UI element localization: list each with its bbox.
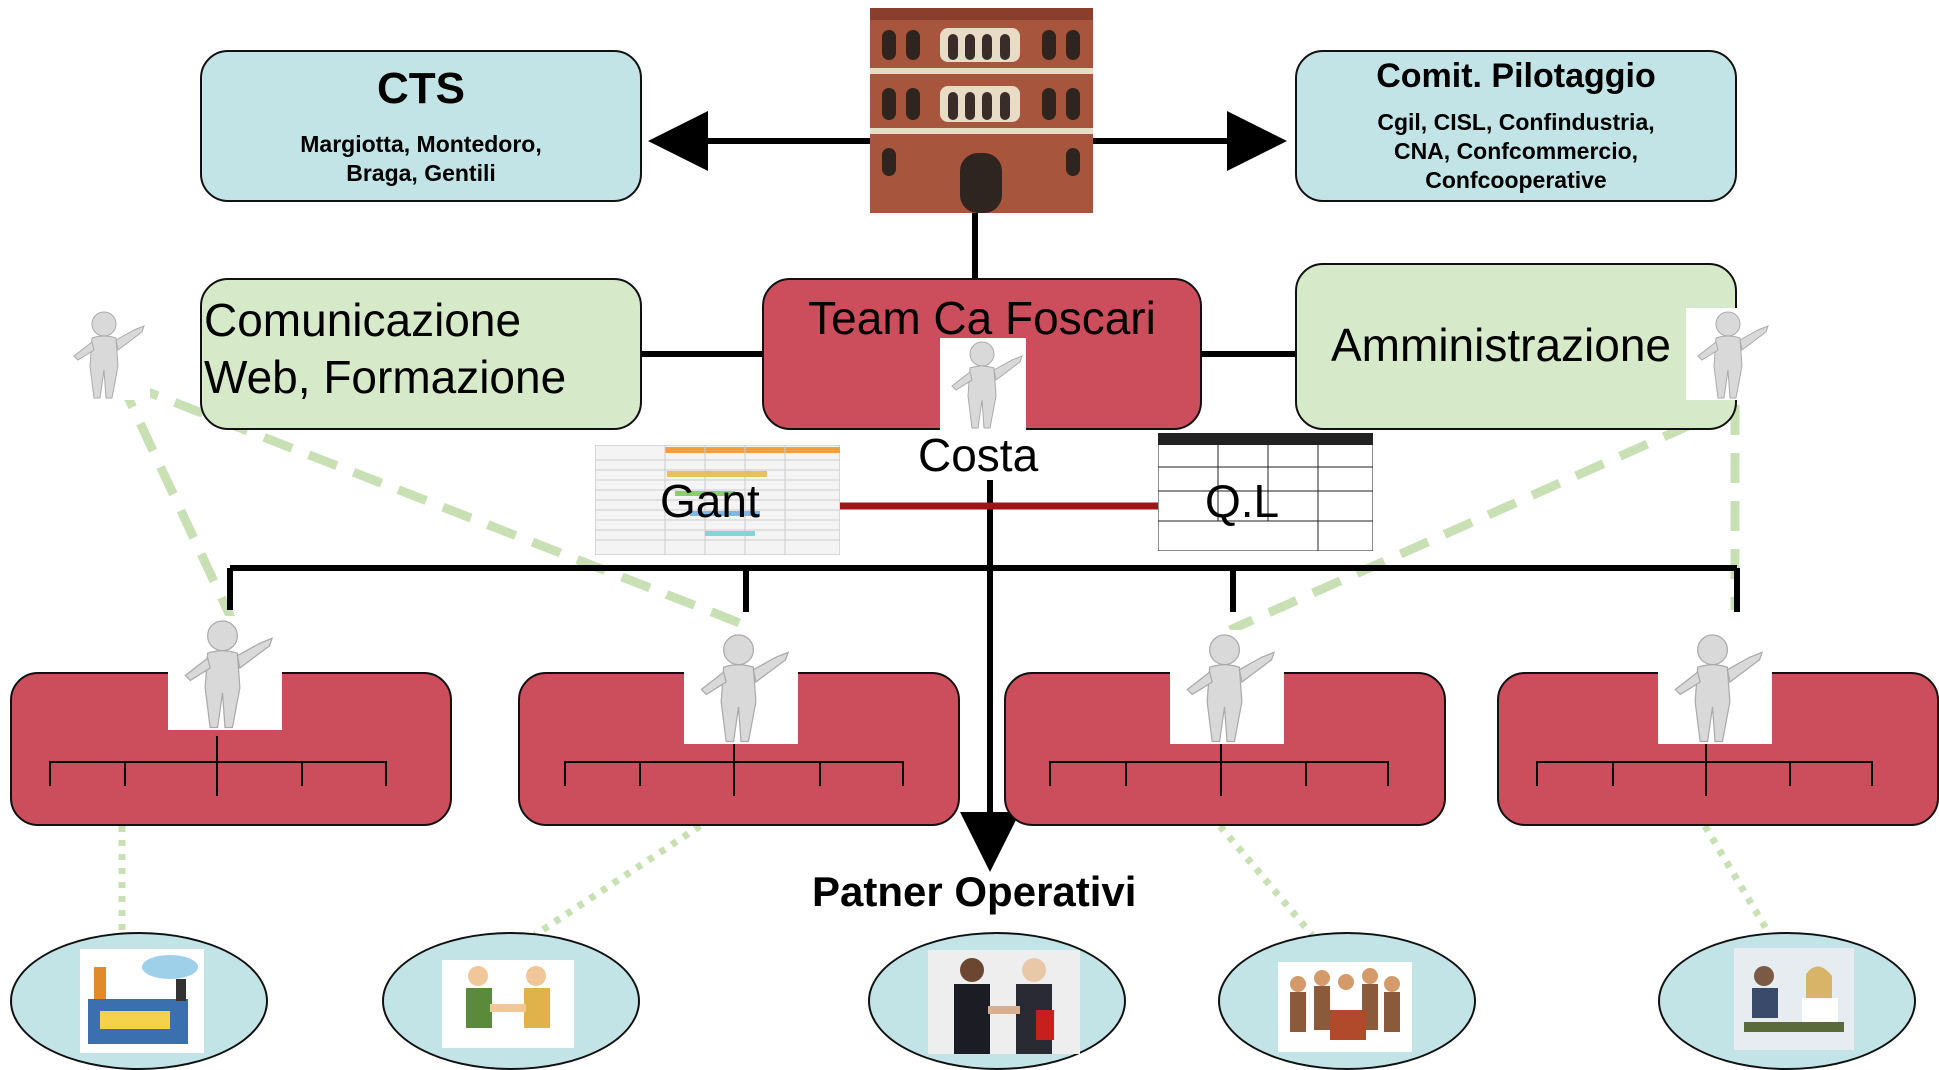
- partner-ellipse-5: [1658, 932, 1916, 1070]
- comitato-members-3: Confcooperative: [1425, 167, 1607, 193]
- org-chart-icon: [1536, 736, 1873, 796]
- cts-members-2: Braga, Gentili: [346, 160, 496, 186]
- comitato-box: Comit. Pilotaggio Cgil, CISL, Confindust…: [1295, 50, 1737, 202]
- amministrazione-title: Amministrazione: [1331, 319, 1671, 371]
- person-figure-icon: [62, 308, 150, 400]
- partner-ellipse-1: [10, 932, 268, 1070]
- dotted-links: [118, 823, 1774, 938]
- business-handshake-icon: [928, 950, 1080, 1054]
- person-figure-icon: [168, 616, 282, 730]
- person-figure-icon: [1686, 308, 1774, 400]
- crowd-icon: [1278, 962, 1412, 1052]
- partner-ellipse-2: [382, 932, 640, 1070]
- factory-icon: [80, 949, 204, 1053]
- cts-title: CTS: [377, 64, 465, 113]
- org-chart-icon: [1049, 736, 1389, 796]
- costa-label: Costa: [918, 429, 1039, 481]
- comitato-members-1: Cgil, CISL, Confindustria,: [1377, 109, 1655, 135]
- person-figure-icon: [684, 630, 798, 744]
- gant-chart-thumbnail: [594, 444, 841, 556]
- comunicazione-line-2: Web, Formazione: [204, 351, 567, 403]
- person-figure-icon: [940, 338, 1026, 430]
- ql-label: Q.L: [1205, 475, 1280, 527]
- team-title: Team Ca Foscari: [808, 292, 1156, 344]
- person-figure-icon: [1170, 630, 1284, 744]
- partner-ellipse-4: [1218, 932, 1476, 1070]
- students-icon: [1734, 948, 1854, 1050]
- partner-operativi-label: Patner Operativi: [812, 868, 1137, 915]
- amministrazione-box: Amministrazione: [1295, 263, 1737, 430]
- palazzo-building-icon: [870, 8, 1093, 213]
- cts-members-1: Margiotta, Montedoro,: [300, 131, 542, 157]
- partner-ellipse-3: [868, 932, 1126, 1070]
- handshake-icon: [442, 960, 574, 1048]
- person-figure-icon: [1658, 630, 1772, 744]
- comunicazione-box: Comunicazione Web, Formazione: [200, 278, 642, 430]
- org-chart-icon: [564, 736, 904, 796]
- comitato-members-2: CNA, Confcommercio,: [1393, 138, 1639, 164]
- org-chart-icon: [49, 736, 387, 796]
- ql-table-thumbnail: [1157, 432, 1374, 552]
- comitato-title: Comit. Pilotaggio: [1376, 57, 1656, 95]
- comunicazione-line-1: Comunicazione: [204, 294, 522, 346]
- gant-label: Gant: [660, 475, 760, 527]
- partner-unit-box-1: [10, 672, 452, 826]
- cts-box: CTS Margiotta, Montedoro, Braga, Gentili: [200, 50, 642, 202]
